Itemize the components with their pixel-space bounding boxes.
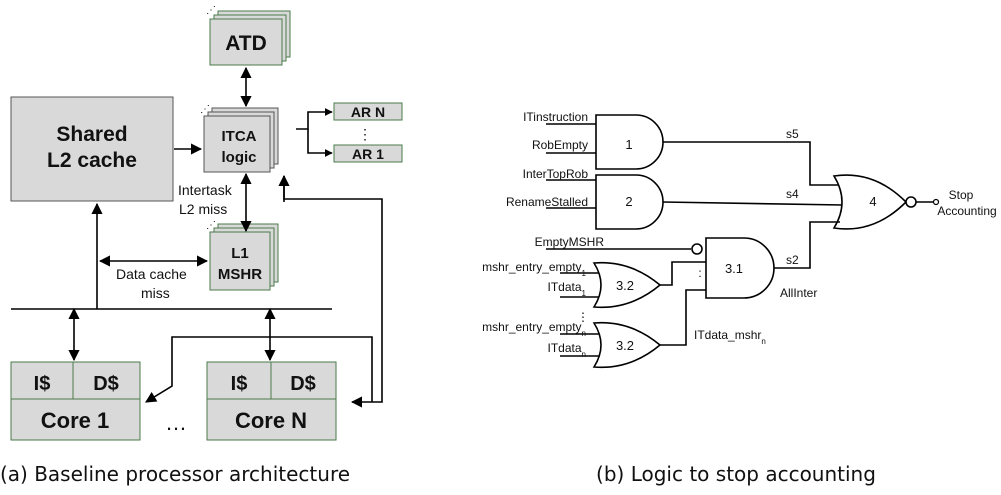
input-itdata-n: ITdatan — [548, 341, 586, 359]
signal-s4: s4 — [786, 187, 799, 201]
input-itdata-1-sub: 1 — [582, 289, 587, 298]
itca-to-core1-arrow — [145, 336, 373, 403]
architecture-diagram: ATD ⋰ Shared L2 cache ITCA logic ⋰ AR N … — [0, 5, 403, 486]
input-mshr-entry-n-sub: n — [582, 329, 586, 338]
gate-1-label: 1 — [625, 137, 632, 152]
inputs-vdots: ⋮ — [577, 310, 589, 324]
signal-itdata-mshr-text: ITdata_mshr — [694, 328, 761, 342]
core-n: I$ D$ Core N — [206, 361, 337, 441]
and-gate-1 — [595, 114, 664, 170]
or-gate-3-2-second — [592, 321, 662, 369]
core1-dcache-label: D$ — [93, 373, 119, 395]
core1-icache-label: I$ — [34, 373, 51, 395]
core1-label: Core 1 — [41, 408, 109, 433]
coren-icache-label: I$ — [231, 373, 248, 395]
output-label-line1: Stop — [949, 188, 974, 202]
signal-s2: s2 — [786, 253, 799, 267]
ar-n-label: AR N — [351, 104, 385, 120]
gate-3-1-colon: : — [698, 266, 701, 280]
data-cache-label-line2: miss — [141, 285, 170, 301]
input-itdata-1: ITdata1 — [548, 280, 587, 298]
input-mshr-entry-n-text: mshr_entry_empty — [482, 320, 581, 334]
input-mshr-entry-1-sub: 1 — [582, 269, 587, 278]
input-itdata-n-sub: n — [582, 350, 586, 359]
l2-label-line1: Shared — [56, 123, 127, 146]
wire-s5 — [663, 141, 840, 186]
input-mshr-entry-n: mshr_entry_emptyn — [482, 320, 586, 338]
input-emptymshr: EmptyMSHR — [535, 235, 605, 249]
input-renamestalled: RenameStalled — [506, 195, 588, 209]
core-1: I$ D$ Core 1 — [10, 361, 141, 441]
ar-registers: AR N ⋮ AR 1 — [296, 102, 403, 163]
gate-3-2-second-label: 3.2 — [616, 338, 634, 353]
emptymshr-inversion-bubble — [691, 243, 703, 255]
output-terminal — [932, 198, 940, 206]
itca-label-line2: logic — [221, 149, 256, 166]
input-robempty: RobEmpty — [532, 138, 588, 152]
atd-block: ATD ⋰ — [206, 5, 291, 66]
wire-s2 — [774, 221, 840, 269]
itca-to-ar-n-arrow — [296, 108, 333, 130]
gate-2-label: 2 — [625, 194, 632, 209]
signal-allinter: AllInter — [780, 286, 817, 300]
l1-label-line2: MSHR — [218, 266, 262, 283]
itca-logic-block: ITCA logic ⋰ — [200, 104, 279, 173]
l1-mshr-block: L1 MSHR ⋰ — [206, 220, 279, 291]
intertask-label-line1: Intertask — [178, 182, 233, 198]
input-itdata-n-text: ITdata — [548, 341, 582, 355]
output-label-line2: Accounting — [937, 204, 996, 218]
gate-3-1-label: 3.1 — [725, 261, 743, 276]
caption-b: (b) Logic to stop accounting — [596, 462, 876, 486]
and-gate-2 — [595, 174, 664, 230]
input-mshr-entry-1: mshr_entry_empty1 — [482, 260, 586, 278]
shared-l2-cache-block: Shared L2 cache — [10, 96, 174, 202]
gate-4-inversion-bubble — [905, 196, 917, 208]
wire-s4 — [662, 201, 844, 206]
itca-stack-dots: ⋰ — [200, 104, 210, 115]
input-itinstruction: ITinstruction — [523, 110, 588, 124]
signal-itdata-mshr: ITdata_mshrn — [694, 328, 766, 346]
caption-a: (a) Baseline processor architecture — [0, 462, 350, 486]
logic-diagram: ITinstruction RobEmpty 1 InterTopRob Ren… — [482, 110, 997, 486]
atd-label: ATD — [225, 32, 267, 55]
gate-3-2-first-label: 3.2 — [616, 278, 634, 293]
atd-stack-dots: ⋰ — [206, 5, 216, 16]
signal-itdata-mshr-sub: n — [761, 337, 765, 346]
wire-gate-3-2-second-out — [660, 289, 706, 346]
wire-gate-3-2-first-out — [660, 261, 706, 286]
or-gate-3-2-first — [592, 261, 662, 309]
itca-label-line1: ITCA — [222, 128, 257, 145]
input-itdata-1-text: ITdata — [548, 280, 582, 294]
input-mshr-entry-1-text: mshr_entry_empty — [482, 260, 581, 274]
nor-gate-4 — [832, 174, 908, 230]
data-cache-label-line1: Data cache — [116, 266, 187, 282]
l1-label-line1: L1 — [231, 245, 249, 262]
gate-4-label: 4 — [869, 194, 876, 209]
itca-to-ar-1-arrow — [307, 129, 333, 157]
signal-s5: s5 — [786, 127, 799, 141]
ar-dots: ⋮ — [358, 126, 372, 142]
input-intertoprob: InterTopRob — [523, 167, 589, 181]
coren-label: Core N — [235, 408, 307, 433]
and-gate-3-1 — [705, 237, 775, 299]
l1-stack-dots: ⋰ — [206, 220, 216, 231]
ar-1-label: AR 1 — [352, 146, 384, 162]
coren-dcache-label: D$ — [290, 373, 316, 395]
l2-label-line2: L2 cache — [47, 149, 137, 172]
intertask-label-line2: L2 miss — [179, 201, 227, 217]
core-dots: … — [165, 410, 187, 435]
